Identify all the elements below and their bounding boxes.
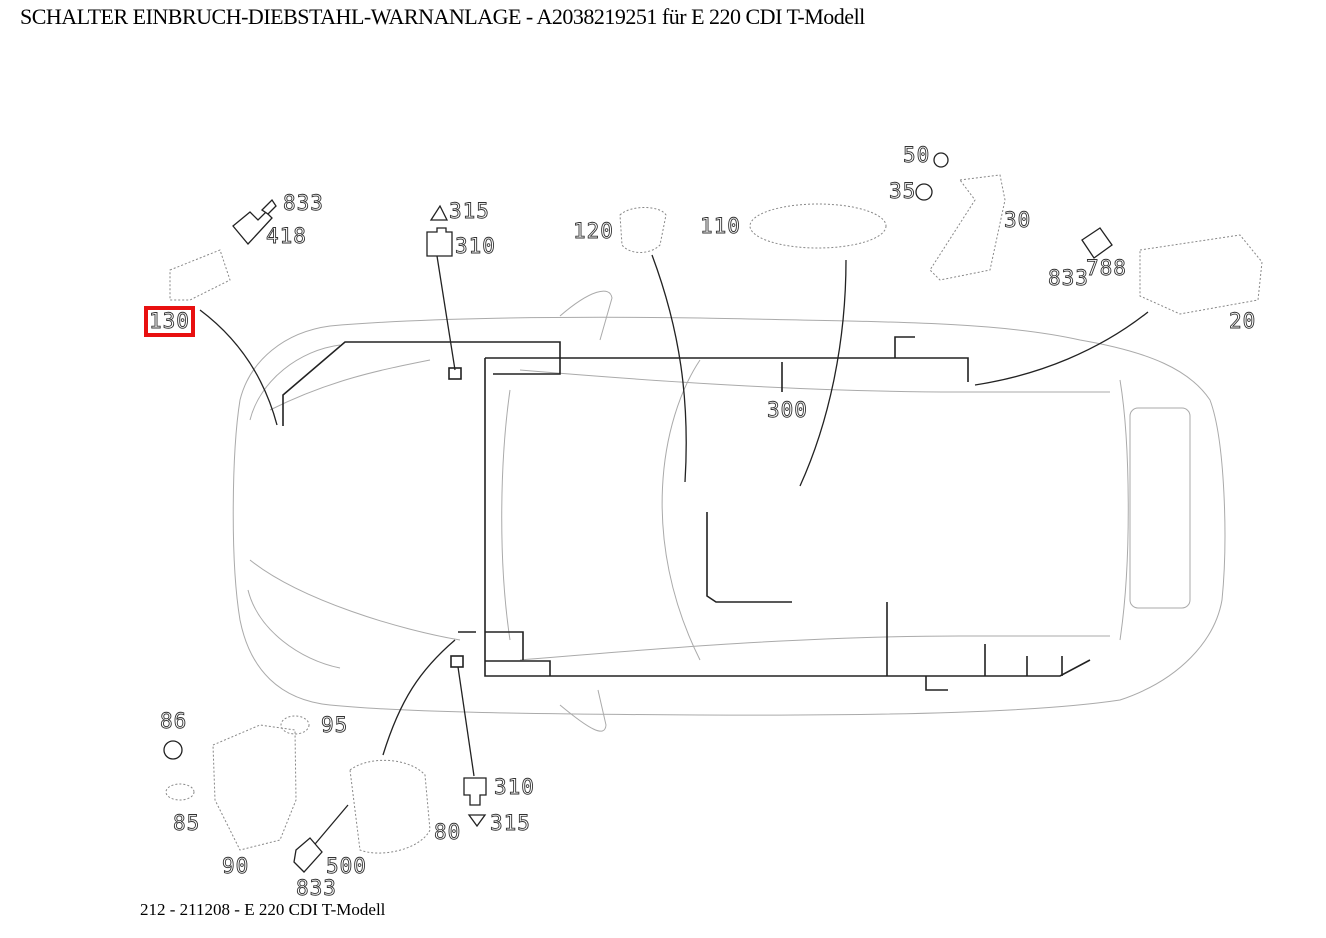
part-label-90[interactable]: 90 <box>222 854 250 878</box>
part-label-788[interactable]: 788 <box>1086 256 1127 280</box>
part-label-50[interactable]: 50 <box>903 143 931 167</box>
wiring-harness-300 <box>282 336 1091 691</box>
part-95-sketch <box>280 715 310 735</box>
part-label-110[interactable]: 110 <box>700 214 741 238</box>
washer-35-icon <box>915 183 933 201</box>
connector-310-lower-icon <box>463 777 487 806</box>
part-label-315[interactable]: 315 <box>449 199 490 223</box>
switch-130-sketch <box>169 249 231 301</box>
bolt-50-icon <box>933 152 949 168</box>
connector-500-icon <box>293 837 323 873</box>
connector-icons <box>163 152 1113 873</box>
part-label-95[interactable]: 95 <box>321 713 349 737</box>
siren-80-sketch <box>349 759 431 854</box>
part-label-86[interactable]: 86 <box>160 709 188 733</box>
part-label-833-lower[interactable]: 833 <box>296 876 337 900</box>
plug-833-icon <box>260 198 277 215</box>
bracket-30-sketch <box>929 174 1006 281</box>
part-label-310[interactable]: 310 <box>455 234 496 258</box>
part-label-130-highlighted[interactable]: 130 <box>144 306 195 337</box>
nut-86-icon <box>163 740 183 760</box>
part-label-833-rear[interactable]: 833 <box>1048 266 1089 290</box>
model-caption: 212 - 211208 - E 220 CDI T-Modell <box>140 900 386 919</box>
plug-315-lower-icon <box>467 814 487 828</box>
component-sketches <box>165 174 1263 854</box>
part-label-120[interactable]: 120 <box>573 219 614 243</box>
part-label-300[interactable]: 300 <box>767 398 808 422</box>
module-20-sketch <box>1139 234 1263 315</box>
page-title: SCHALTER EINBRUCH-DIEBSTAHL-WARNANLAGE -… <box>20 4 865 29</box>
part-label-500[interactable]: 500 <box>326 854 367 878</box>
part-label-35[interactable]: 35 <box>889 179 917 203</box>
part-label-315-lower[interactable]: 315 <box>490 811 531 835</box>
plug-315-icon <box>429 204 449 221</box>
part-120-sketch <box>619 207 667 253</box>
part-label-20[interactable]: 20 <box>1229 309 1257 333</box>
part-110-sketch <box>749 203 887 249</box>
part-label-833[interactable]: 833 <box>283 191 324 215</box>
leader-arrows <box>199 254 1149 851</box>
part-label-80[interactable]: 80 <box>434 820 462 844</box>
connector-788-icon <box>1081 227 1113 259</box>
part-label-85[interactable]: 85 <box>173 811 201 835</box>
part-label-310-lower[interactable]: 310 <box>494 775 535 799</box>
car-outline <box>232 290 1226 732</box>
part-label-30[interactable]: 30 <box>1004 208 1032 232</box>
part-85-sketch <box>165 783 195 801</box>
bracket-90-sketch <box>212 724 297 851</box>
connector-310-icon <box>426 227 453 257</box>
part-label-418[interactable]: 418 <box>266 224 307 248</box>
